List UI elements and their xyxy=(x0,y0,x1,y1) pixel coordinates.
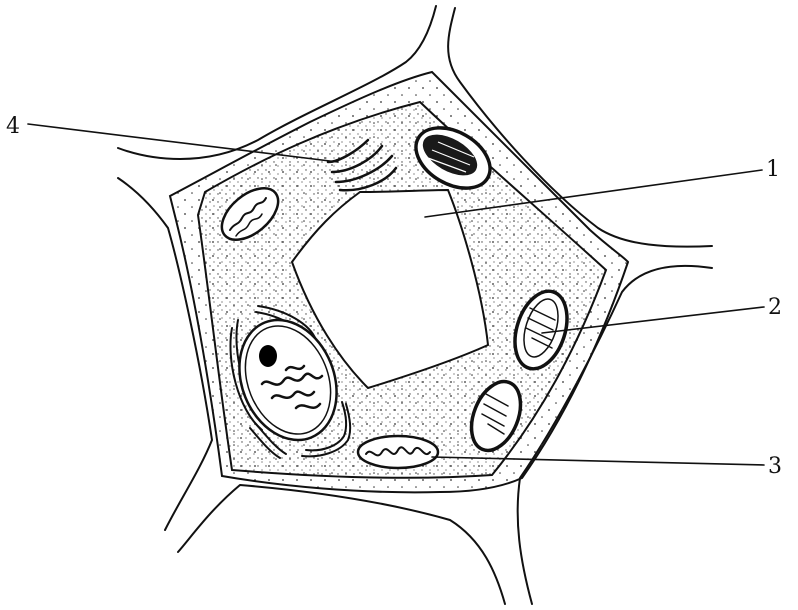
label-2: 2 xyxy=(768,295,782,320)
label-3: 3 xyxy=(768,454,782,479)
label-4: 4 xyxy=(6,114,20,139)
mitochondrion xyxy=(358,436,438,468)
nucleolus xyxy=(259,345,277,367)
label-1: 1 xyxy=(766,157,780,182)
